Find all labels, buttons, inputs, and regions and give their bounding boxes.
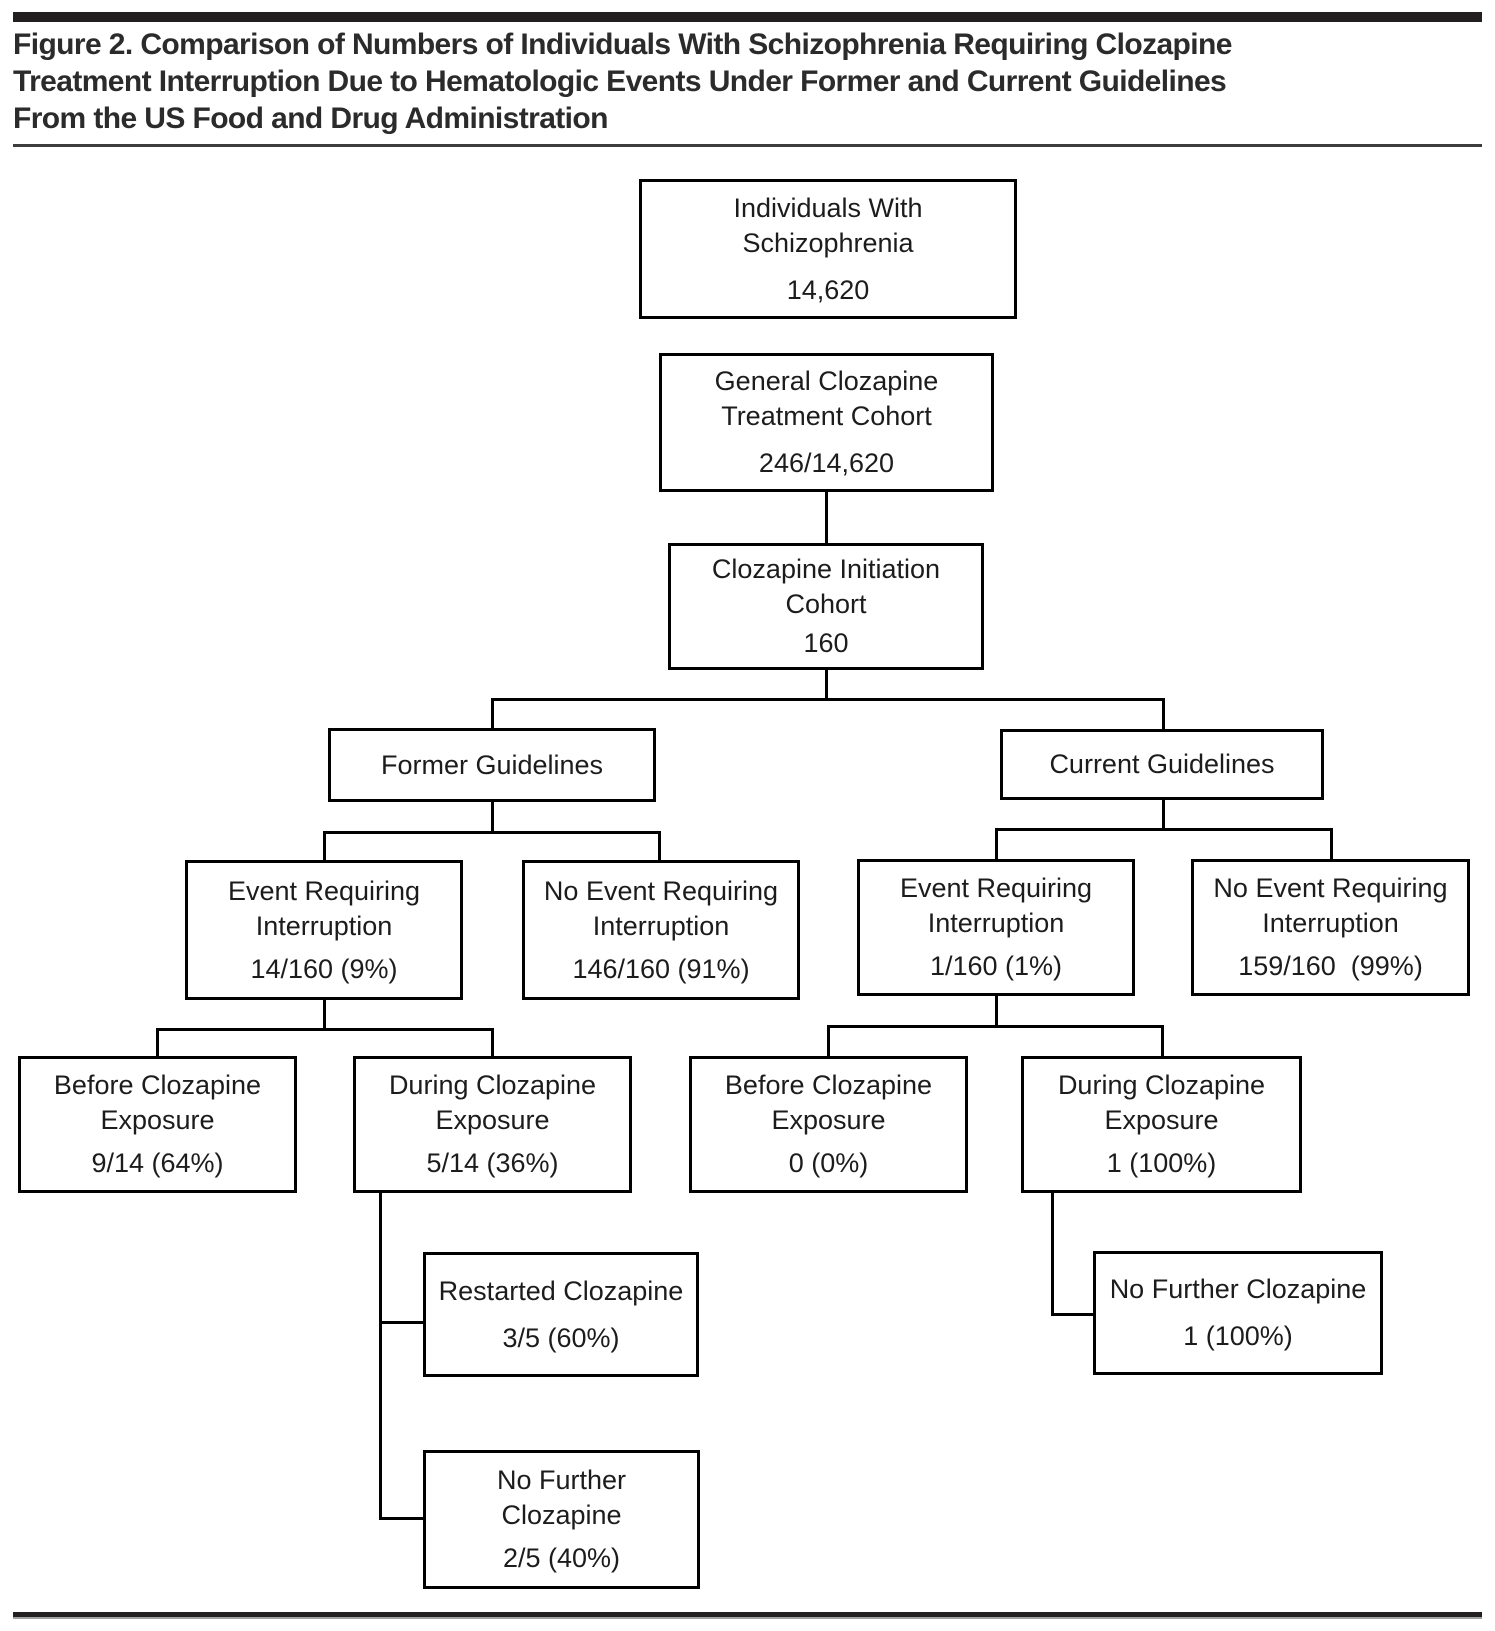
node-current-event: Event Requiring Interruption 1/160 (1%) [857, 859, 1135, 996]
node-label: Before Clozapine [53, 1070, 262, 1100]
connector-to-current-before [827, 1027, 830, 1056]
connector-to-former [491, 700, 494, 728]
node-label: Clozapine [501, 1500, 622, 1530]
node-label: Treatment Cohort [721, 401, 932, 431]
connector-to-former-before [156, 1030, 159, 1056]
node-label: Interruption [255, 910, 393, 941]
node-value: 1/160 (1%) [929, 951, 1063, 981]
node-label: During Clozapine [388, 1070, 597, 1100]
node-current-no-event: No Event Requiring Interruption 159/160 … [1191, 859, 1470, 996]
connector-current-stem [1162, 800, 1165, 831]
node-former-no-event: No Event Requiring Interruption 146/160 … [522, 860, 800, 1000]
connector-current-event-split [827, 1025, 1164, 1028]
connector-current-event-stem [995, 995, 998, 1028]
connector-guidelines-split [491, 698, 1165, 701]
node-label: Exposure [435, 1105, 550, 1135]
node-individuals: Individuals With Schizophrenia 14,620 [639, 179, 1017, 319]
node-former-guidelines: Former Guidelines [328, 728, 656, 802]
node-current-during-exposure: During Clozapine Exposure 1 (100%) [1021, 1056, 1302, 1193]
node-value: 246/14,620 [758, 448, 895, 478]
connector-to-former-during [491, 1030, 494, 1056]
node-label: Individuals With [733, 192, 923, 223]
connector-current-during-trunk [1051, 1193, 1054, 1316]
node-label: During Clozapine [1057, 1070, 1266, 1100]
node-label: Cohort [785, 589, 867, 619]
node-label: Clozapine Initiation [711, 554, 941, 584]
node-initiation-cohort: Clozapine Initiation Cohort 160 [668, 543, 984, 670]
connector-to-restarted [379, 1321, 423, 1324]
node-label: No Further [496, 1465, 627, 1495]
node-current-no-further-clozapine: No Further Clozapine 1 (100%) [1093, 1251, 1383, 1375]
connector-to-current-no-further [1051, 1313, 1093, 1316]
connector-initiation-stem [825, 670, 828, 701]
connector-former-during-trunk [379, 1193, 382, 1520]
node-former-no-further-clozapine: No Further Clozapine 2/5 (40%) [423, 1450, 700, 1589]
node-current-guidelines: Current Guidelines [1000, 729, 1324, 800]
node-value: 1 (100%) [1183, 1321, 1293, 1351]
connector-to-former-no-further [379, 1517, 423, 1520]
node-label: Restarted Clozapine [438, 1275, 684, 1306]
connector-former-split [323, 831, 661, 834]
figure-title-line1: Figure 2. Comparison of Numbers of Indiv… [13, 28, 1232, 61]
node-value: 1 (100%) [1106, 1148, 1217, 1178]
node-value: 9/14 (64%) [91, 1148, 224, 1178]
node-former-during-exposure: During Clozapine Exposure 5/14 (36%) [353, 1056, 632, 1193]
connector-general-to-initiation [825, 492, 828, 543]
node-label: No Further Clozapine [1109, 1274, 1367, 1304]
node-label: No Event Requiring [543, 875, 779, 906]
node-label: No Event Requiring [1213, 873, 1448, 903]
figure-title: Figure 2. Comparison of Numbers of Indiv… [13, 26, 1485, 137]
node-label: Event Requiring [227, 875, 421, 906]
node-value: 5/14 (36%) [426, 1148, 559, 1178]
node-value: 3/5 (60%) [502, 1322, 620, 1353]
node-label: Schizophrenia [742, 227, 914, 258]
node-former-event: Event Requiring Interruption 14/160 (9%) [185, 860, 463, 1000]
connector-to-former-no-event [658, 833, 661, 860]
connector-to-former-event [323, 833, 326, 860]
connector-to-current [1162, 700, 1165, 729]
node-label: General Clozapine [714, 366, 939, 396]
top-bar [13, 12, 1482, 22]
node-value: 2/5 (40%) [502, 1543, 621, 1573]
figure-title-line2: Treatment Interruption Due to Hematologi… [13, 65, 1227, 98]
figure-title-line3: From the US Food and Drug Administration [13, 102, 608, 135]
node-label: Before Clozapine [724, 1070, 933, 1100]
node-value: 14/160 (9%) [250, 953, 398, 984]
node-label: Exposure [771, 1105, 886, 1135]
connector-former-event-stem [323, 1000, 326, 1030]
node-current-before-exposure: Before Clozapine Exposure 0 (0%) [689, 1056, 968, 1193]
node-value: 160 [803, 628, 849, 658]
node-label: Current Guidelines [1049, 749, 1275, 779]
node-restarted-clozapine: Restarted Clozapine 3/5 (60%) [423, 1252, 699, 1377]
node-label: Interruption [927, 908, 1065, 938]
title-divider-rule [13, 144, 1482, 147]
node-former-before-exposure: Before Clozapine Exposure 9/14 (64%) [18, 1056, 297, 1193]
node-label: Event Requiring [899, 873, 1093, 903]
bottom-rule-dark [13, 1612, 1482, 1617]
connector-to-current-event [995, 830, 998, 859]
node-value: 146/160 (91%) [572, 953, 750, 984]
connector-former-event-split [156, 1028, 494, 1031]
node-label: Exposure [100, 1105, 215, 1135]
connector-to-current-no-event [1330, 830, 1333, 859]
node-general-cohort: General Clozapine Treatment Cohort 246/1… [659, 353, 994, 492]
bottom-rule-light [13, 1617, 1482, 1619]
node-value: 0 (0%) [788, 1148, 869, 1178]
node-label: Interruption [592, 910, 730, 941]
node-label: Interruption [1262, 908, 1399, 938]
node-value: 14,620 [786, 274, 870, 305]
node-value: 159/160 (99%) [1238, 951, 1423, 981]
connector-former-stem [491, 802, 494, 834]
node-label: Former Guidelines [380, 749, 604, 780]
node-label: Exposure [1104, 1105, 1219, 1135]
connector-current-split [995, 828, 1333, 831]
connector-to-current-during [1161, 1027, 1164, 1056]
